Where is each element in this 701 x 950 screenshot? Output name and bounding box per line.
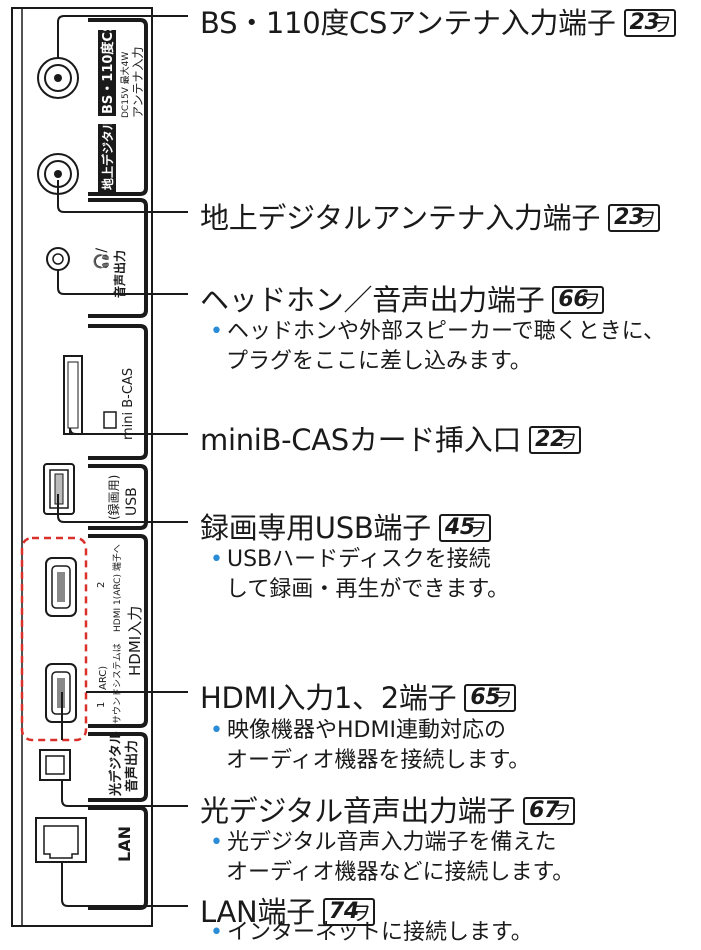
panel-label-headphone: 音声出力 <box>112 250 127 298</box>
bs-connector-icon <box>37 57 79 99</box>
leader-line-minibcas <box>69 427 188 435</box>
panel-label-bs: BS・110度CS <box>100 22 116 114</box>
panel-label-hdmi-input: HDMI入力 <box>126 606 144 676</box>
lan-port-icon <box>35 817 87 863</box>
card-symbol-icon <box>103 411 117 429</box>
panel-label-terrestrial: 地上デジタル <box>100 118 115 190</box>
panel-label-usb: USB <box>124 487 140 516</box>
side-panel <box>11 7 153 927</box>
hdmi2-port-icon <box>45 557 77 617</box>
headphone-symbol-icon: 🎧/ <box>93 248 110 270</box>
panel-label-hdmi1-arc: ARC) <box>98 666 109 690</box>
minibcas-slot-icon <box>63 355 83 435</box>
panel-label-minibcas: mini B-CAS <box>121 368 136 440</box>
leader-line-terrestrial <box>57 180 188 213</box>
leader-line-headphone <box>57 270 188 295</box>
hdmi-ports-highlight <box>20 536 88 742</box>
terrestrial-connector-icon <box>37 153 79 195</box>
leader-line-bs <box>57 15 188 58</box>
panel-label-hdmi-arc-note: HDMI 1(ARC) 端子へ <box>111 544 123 632</box>
panel-label-usb-rec: (録画用) <box>106 475 121 520</box>
panel-label-optical: 光デジタル <box>108 731 124 797</box>
leader-line-hdmi <box>61 691 188 740</box>
panel-label-hdmi1: 1 <box>96 702 107 708</box>
optical-port-icon <box>39 749 71 781</box>
panel-label-hdmi-system: サウンドシステムは <box>112 643 123 724</box>
panel-label-bs-antenna: アンテナ入力 <box>131 46 145 118</box>
leader-line-optical <box>61 780 188 807</box>
leader-line-usb <box>57 494 188 523</box>
panel-label-bs-power: DC15V 最大4W <box>119 52 131 118</box>
panel-label-hdmi2: 2 <box>96 582 107 588</box>
headphone-jack-icon <box>46 247 70 271</box>
panel-label-optical2: 音声出力 <box>124 740 140 792</box>
leader-line-lan <box>61 862 188 907</box>
panel-label-lan: LAN <box>115 826 134 862</box>
